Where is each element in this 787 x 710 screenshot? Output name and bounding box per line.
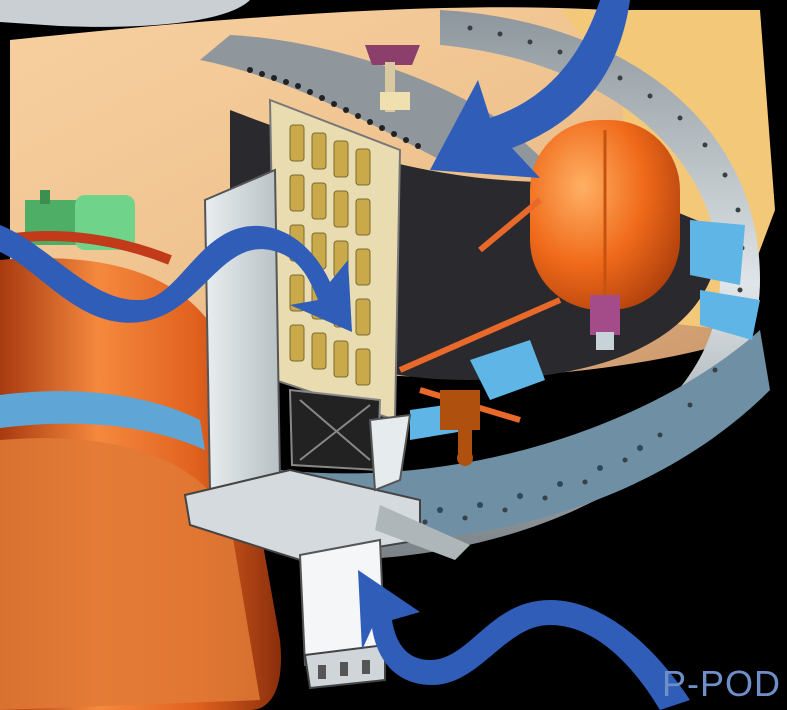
ppod-label: P-POD	[662, 666, 781, 702]
ppod-grid-panel	[270, 100, 400, 420]
